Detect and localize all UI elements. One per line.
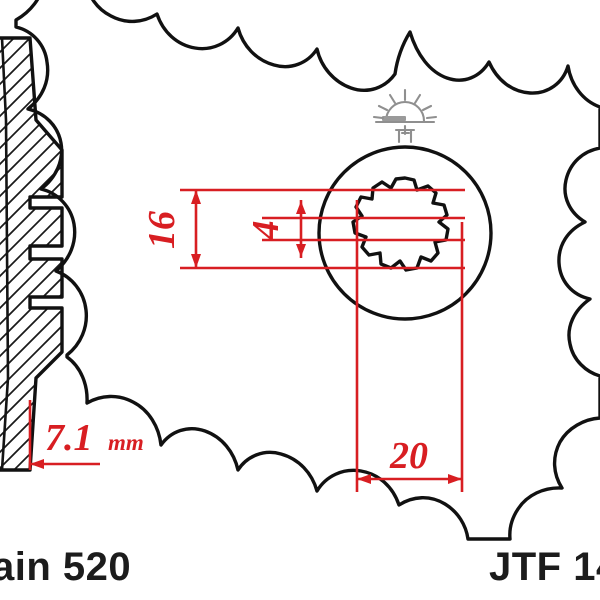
dimension-20: 20	[355, 200, 464, 492]
section-inner-edge	[0, 36, 10, 472]
chain-spec-label: ain 520	[0, 545, 131, 589]
hub-circle	[317, 145, 493, 321]
part-code-label: JTF 14	[489, 545, 600, 589]
front-face-view	[14, 0, 600, 541]
rising-sun-logo	[372, 88, 438, 144]
sprocket-teeth-outline	[14, 0, 600, 541]
splined-bore-outline	[351, 176, 450, 272]
dimension-20-value: 20	[389, 435, 428, 477]
side-section-view	[0, 36, 64, 472]
dimension-16-value: 16	[141, 211, 183, 249]
dimension-7-1-value: 7.1	[45, 417, 93, 459]
dimension-7-1-unit: mm	[108, 430, 144, 455]
dimension-7-1-mm: 7.1 mm	[28, 400, 144, 470]
dimension-4-value: 4	[245, 221, 287, 241]
logo-glyph	[394, 124, 416, 144]
dimension-4: 4	[245, 200, 465, 258]
section-hatching	[0, 38, 62, 470]
dimension-16: 16	[141, 188, 465, 270]
